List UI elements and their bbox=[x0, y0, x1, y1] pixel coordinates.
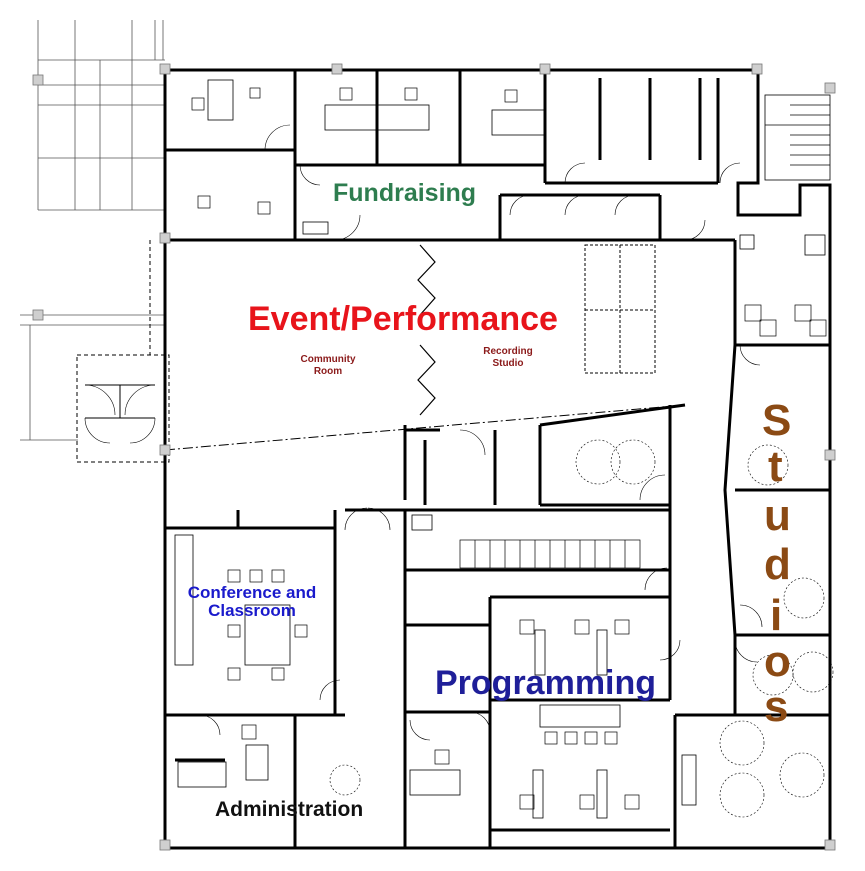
conference-line-2: Classroom bbox=[208, 600, 296, 620]
programming-label: Programming bbox=[435, 664, 657, 702]
site-grid bbox=[20, 20, 165, 441]
recording-studio-line-2: Studio bbox=[492, 357, 524, 369]
studios-letter-t: t bbox=[768, 442, 783, 491]
community-room-line-2: Room bbox=[313, 365, 343, 377]
community-room-line-1: Community bbox=[300, 354, 356, 365]
administration-label: Administration bbox=[215, 798, 364, 821]
studios-letter-s1: S bbox=[762, 396, 792, 445]
studios-letter-i: i bbox=[770, 591, 783, 640]
studios-letter-d: d bbox=[764, 540, 791, 589]
recording-studio-line-1: Recording bbox=[483, 346, 533, 357]
event-performance-label: Event/Performance bbox=[248, 300, 558, 338]
recording-studio-label: Recording Studio bbox=[468, 346, 548, 369]
conference-classroom-label: Conference and Classroom bbox=[172, 584, 332, 620]
fundraising-label: Fundraising bbox=[333, 179, 477, 207]
studios-letter-o: o bbox=[764, 637, 791, 686]
studios-letter-u: u bbox=[764, 491, 791, 540]
conference-line-1: Conference and bbox=[187, 583, 317, 602]
studios-letter-s2: s bbox=[764, 682, 789, 731]
community-room-label: Community Room bbox=[288, 354, 368, 377]
